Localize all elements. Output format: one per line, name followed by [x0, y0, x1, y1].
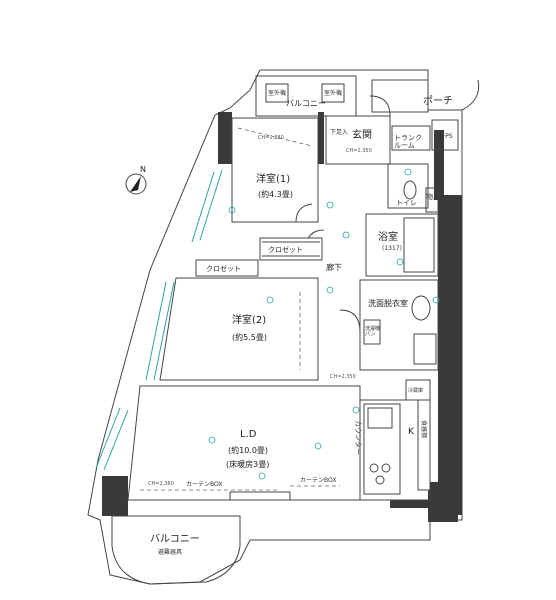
closet-1-label: クロゼット — [268, 245, 303, 254]
bathroom-label: 浴室 — [378, 230, 398, 243]
closet-2-label: クロゼット — [206, 264, 241, 273]
stove-burner-1 — [369, 463, 379, 473]
room-2-dimension: CH=2,350 — [330, 374, 356, 380]
fridge-label: 冷蔵庫 — [408, 387, 423, 394]
bottom-balcony-note: 避難器具 — [158, 548, 182, 556]
entrance-label: 玄関 — [352, 128, 372, 141]
wall-bottom-kitchen — [390, 500, 430, 508]
outdoor-unit-2 — [321, 83, 345, 103]
wall-column-bottom-right — [428, 482, 458, 522]
western-room-2-size: (約5.5畳) — [232, 332, 267, 342]
entrance-door-arc — [369, 95, 391, 117]
washer-pan — [363, 319, 381, 345]
entrance-dimension: CH=2,350 — [346, 148, 372, 154]
room-1-door-arc — [295, 203, 313, 223]
western-room-1 — [231, 117, 319, 223]
shoe-box-label: 下足入 — [330, 129, 348, 136]
storage-box — [425, 187, 439, 213]
western-room-2 — [159, 277, 319, 381]
counter-label: カウンター — [354, 420, 363, 455]
toilet-label: トイレ — [396, 199, 417, 207]
wall-column-bottom-left — [102, 476, 128, 516]
kitchen-sink-inner — [367, 407, 393, 429]
mbps-label: MB·PS — [434, 133, 453, 140]
western-room-1-size: (約4.3畳) — [258, 189, 293, 199]
outdoor-unit-1 — [265, 83, 289, 103]
wall-column-top-left — [218, 112, 232, 164]
ld-window-frame — [229, 491, 291, 501]
wall-right-side — [438, 195, 462, 515]
washbasin — [411, 295, 431, 321]
hallway-label: 廊下 — [326, 262, 342, 272]
diagonal-window-wall-upper — [191, 169, 223, 243]
western-room-1-label: 洋室(1) — [256, 172, 290, 185]
porch-label: ポーチ — [423, 95, 453, 107]
storage-label: 物入 — [426, 192, 440, 201]
north-compass: N — [125, 165, 147, 195]
closet-1-hatch — [262, 241, 320, 257]
cupboard — [417, 399, 431, 491]
bottom-balcony — [111, 515, 241, 585]
bathroom — [365, 213, 439, 277]
hallway-door-arc-2 — [339, 309, 361, 333]
wall-column-right — [434, 130, 444, 200]
ld-floor-heating: (床暖房3畳) — [226, 459, 269, 469]
ld-size: (約10.0畳) — [228, 445, 268, 455]
ld-label: L.D — [240, 429, 257, 440]
bathtub — [403, 217, 435, 273]
room-1-beam-dash — [237, 127, 313, 147]
trunk-room — [391, 125, 431, 151]
top-balcony — [255, 75, 357, 117]
curtain-box-1: カーテンBOX — [186, 481, 222, 488]
cupboard-label: 食器棚 — [420, 420, 428, 438]
diagonal-window-wall-ld — [95, 407, 129, 471]
porch-area — [371, 79, 429, 113]
mbps-box — [431, 119, 459, 151]
toilet-bowl — [403, 180, 417, 200]
kitchen-label: K — [408, 427, 415, 437]
western-room-2-label: 洋室(2) — [232, 313, 266, 326]
bottom-balcony-label: バルコニー — [150, 533, 200, 545]
fridge-box — [405, 379, 431, 401]
toilet-room — [387, 163, 429, 209]
stove-burner-3 — [375, 475, 385, 485]
room-1-dimension: CH=2,380 — [258, 135, 284, 141]
curtain-box-2: カーテンBOX — [300, 477, 336, 484]
wall-top-entrance — [318, 112, 324, 164]
linen-shelf — [413, 333, 437, 365]
outdoor-unit-label-1: 室外機 — [268, 89, 286, 97]
stove-burner-2 — [381, 463, 391, 473]
trunk-room-label: トランクルーム — [394, 134, 422, 150]
entrance-area — [325, 115, 391, 165]
washroom-label: 洗面脱衣室 — [368, 298, 408, 308]
closet-2 — [195, 259, 259, 277]
bathroom-size: (1317) — [382, 245, 402, 252]
electrical-markers — [208, 168, 440, 480]
top-balcony-label: バルコニー — [286, 99, 326, 108]
diagonal-window-wall-lower — [145, 281, 175, 381]
north-label: N — [140, 165, 146, 174]
washroom — [359, 279, 439, 371]
porch-arc — [461, 79, 480, 111]
ld-dimension: CH=2,380 — [148, 481, 174, 487]
washer-pan-label: 洗濯機パン — [365, 325, 380, 338]
outdoor-unit-label-2: 室外機 — [324, 89, 342, 97]
closet-1 — [259, 237, 323, 261]
